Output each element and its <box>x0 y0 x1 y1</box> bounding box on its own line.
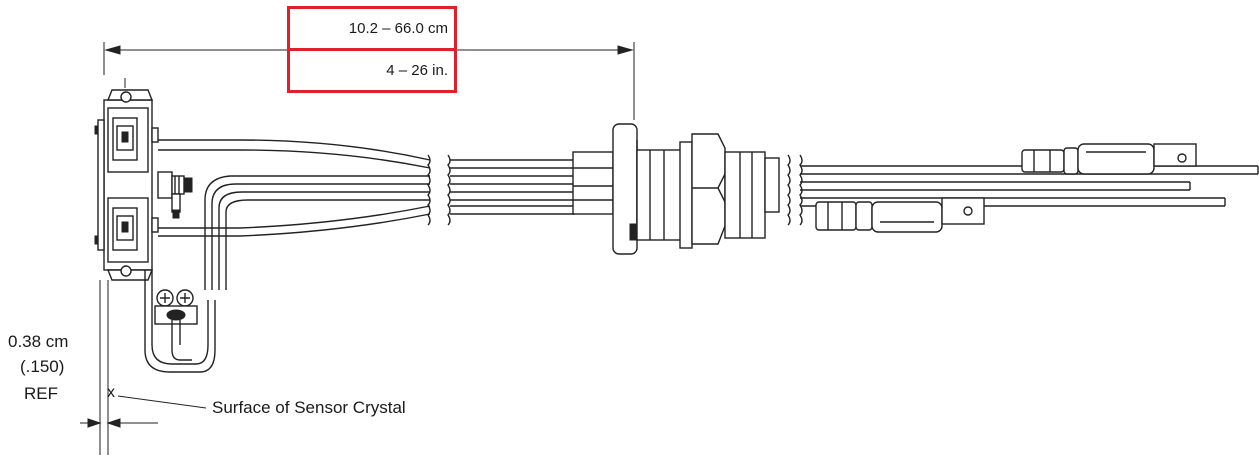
crystal-surface-label: Surface of Sensor Crystal <box>212 398 406 417</box>
lower-vcr-fitting <box>815 197 985 233</box>
tube-bundle-middle <box>450 159 575 215</box>
break-marks-left <box>427 154 451 226</box>
shutter-valve <box>157 171 193 219</box>
crystal-mark: x <box>107 384 115 401</box>
offset-ref-label: REF <box>24 384 58 403</box>
length-metric-label: 10.2 – 66.0 cm <box>348 20 448 37</box>
length-imperial-label: 4 – 26 in. <box>386 62 448 79</box>
crystal-leader-line <box>117 395 207 409</box>
feedthrough-flange <box>572 123 780 255</box>
length-dimension-divider <box>287 48 457 51</box>
break-marks-right <box>787 154 803 226</box>
sensor-head <box>94 78 159 455</box>
offset-dimension <box>80 418 158 428</box>
upper-vcr-fitting <box>1021 143 1197 175</box>
offset-metric-label: 0.38 cm <box>8 332 69 351</box>
offset-imperial-label: (.150) <box>20 357 65 376</box>
tube-bundle-left <box>144 139 431 373</box>
